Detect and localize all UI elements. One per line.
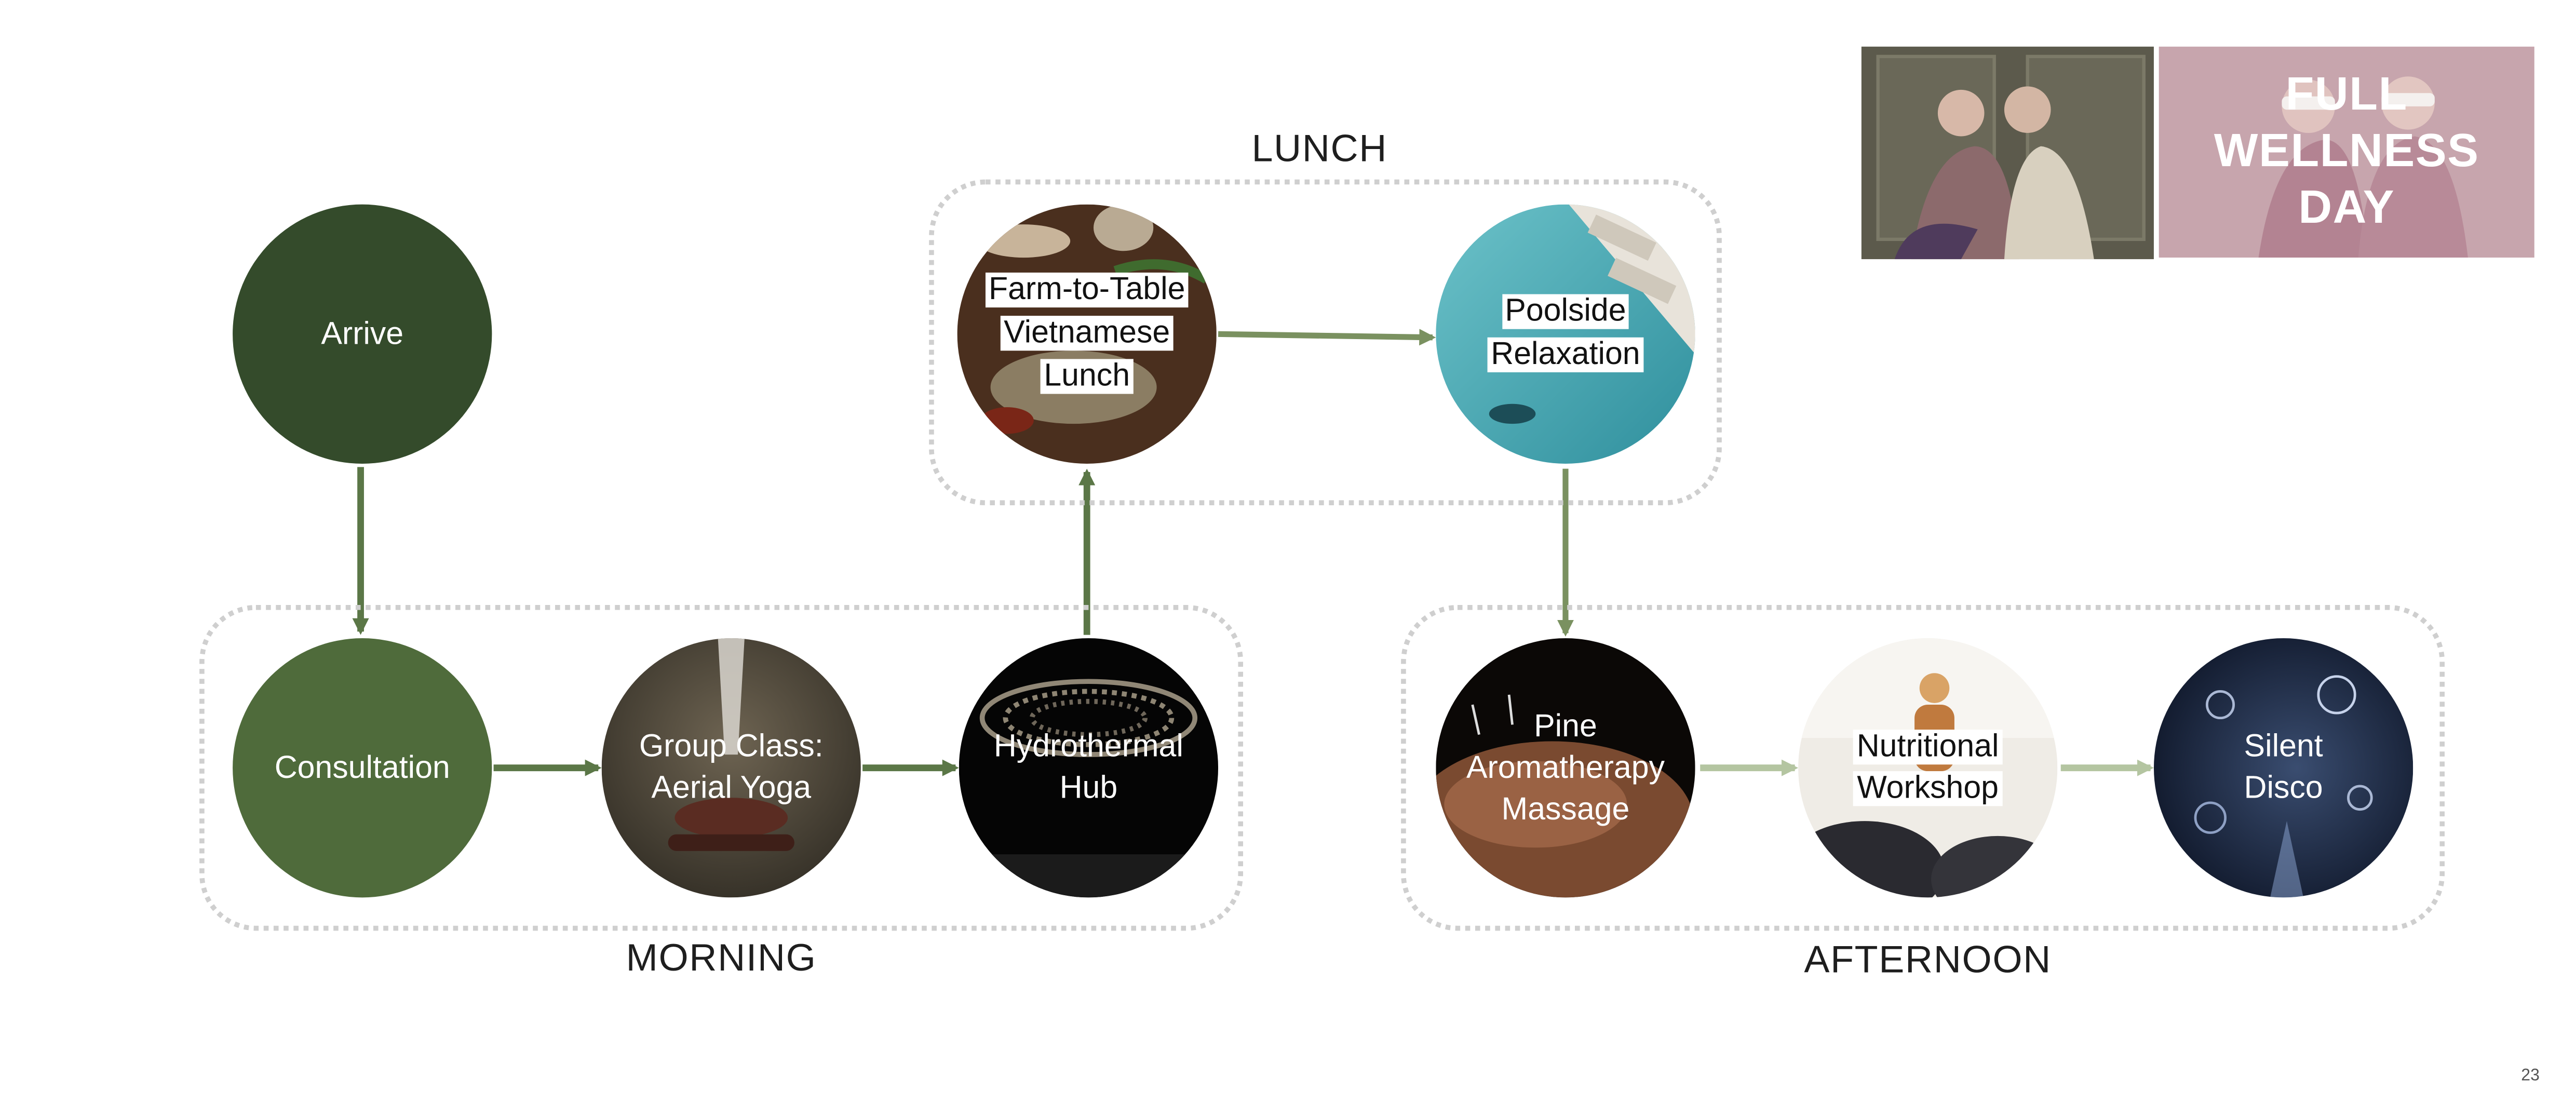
poolside-label-line2: Relaxation bbox=[1487, 337, 1644, 372]
lunch-label-line3: Lunch bbox=[1040, 359, 1134, 394]
lunch-label-line2: Vietnamese bbox=[1000, 316, 1174, 351]
workshop-photo bbox=[1798, 638, 2058, 898]
promo-title-line2: WELLNESS bbox=[2214, 125, 2479, 177]
promo-title: FULL WELLNESS DAY bbox=[2159, 66, 2534, 236]
promo-title-line1: FULL bbox=[2285, 68, 2408, 120]
promo-title-line3: DAY bbox=[2298, 181, 2395, 233]
morning-group-label: MORNING bbox=[626, 935, 817, 979]
poolside-label: Poolside Relaxation bbox=[1487, 291, 1644, 377]
silent-disco-label-line1: Silent bbox=[2244, 730, 2323, 765]
aerial-yoga-node: Group Class: Aerial Yoga bbox=[601, 638, 861, 898]
aerial-yoga-photo bbox=[601, 638, 861, 898]
aerial-yoga-label-line1: Group Class: bbox=[639, 730, 824, 765]
silent-disco-node: Silent Disco bbox=[2153, 638, 2413, 898]
hydrothermal-label-line1: Hydrothermal bbox=[993, 730, 1183, 765]
consultation-node: Consultation bbox=[233, 638, 492, 898]
wellness-photo-image bbox=[2159, 46, 2534, 258]
hydrothermal-label: Hydrothermal Hub bbox=[994, 726, 1183, 810]
workshop-label: Nutritional Workshop bbox=[1853, 726, 2002, 810]
massage-node: Pine Aromatherapy Massage bbox=[1436, 638, 1695, 898]
massage-label-line2: Aromatherapy bbox=[1466, 750, 1665, 786]
promo-wellness-photo: FULL WELLNESS DAY bbox=[2159, 46, 2534, 258]
lunch-group-label: LUNCH bbox=[1251, 126, 1388, 170]
arrow-lunch-to-poolside bbox=[1218, 329, 1436, 346]
silent-disco-label-line2: Disco bbox=[2244, 771, 2323, 806]
workshop-label-line2: Workshop bbox=[1853, 771, 2002, 806]
afternoon-group-label: AFTERNOON bbox=[1804, 937, 2052, 981]
poolside-photo bbox=[1436, 204, 1695, 464]
hydrothermal-node: Hydrothermal Hub bbox=[959, 638, 1219, 898]
friends-photo-image bbox=[1861, 46, 2154, 260]
afternoon-group-box bbox=[1401, 605, 2445, 931]
morning-group-box bbox=[199, 605, 1244, 931]
poolside-label-line1: Poolside bbox=[1501, 294, 1629, 329]
poolside-node: Poolside Relaxation bbox=[1436, 204, 1695, 464]
arrive-node: Arrive bbox=[233, 204, 492, 464]
page-number: 23 bbox=[2521, 1067, 2540, 1085]
massage-label-line1: Pine bbox=[1534, 709, 1597, 744]
arrive-label: Arrive bbox=[321, 316, 404, 352]
workshop-label-line1: Nutritional bbox=[1853, 730, 2002, 764]
consultation-label: Consultation bbox=[274, 750, 450, 786]
workshop-node: Nutritional Workshop bbox=[1798, 638, 2058, 898]
lunch-group-box bbox=[929, 179, 1722, 505]
lunch-label-line1: Farm-to-Table bbox=[985, 272, 1189, 308]
promo-friends-photo bbox=[1861, 46, 2154, 260]
hydrothermal-photo bbox=[959, 638, 1219, 898]
lunch-label: Farm-to-Table Vietnamese Lunch bbox=[985, 269, 1189, 399]
massage-photo bbox=[1436, 638, 1695, 898]
massage-label: Pine Aromatherapy Massage bbox=[1466, 706, 1665, 830]
aerial-yoga-label: Group Class: Aerial Yoga bbox=[639, 726, 824, 810]
massage-label-line3: Massage bbox=[1501, 792, 1630, 827]
silent-disco-photo bbox=[2153, 638, 2413, 898]
lunch-node: Farm-to-Table Vietnamese Lunch bbox=[957, 204, 1217, 464]
hydrothermal-label-line2: Hub bbox=[1059, 771, 1118, 806]
silent-disco-label: Silent Disco bbox=[2244, 726, 2323, 810]
aerial-yoga-label-line2: Aerial Yoga bbox=[651, 771, 812, 806]
